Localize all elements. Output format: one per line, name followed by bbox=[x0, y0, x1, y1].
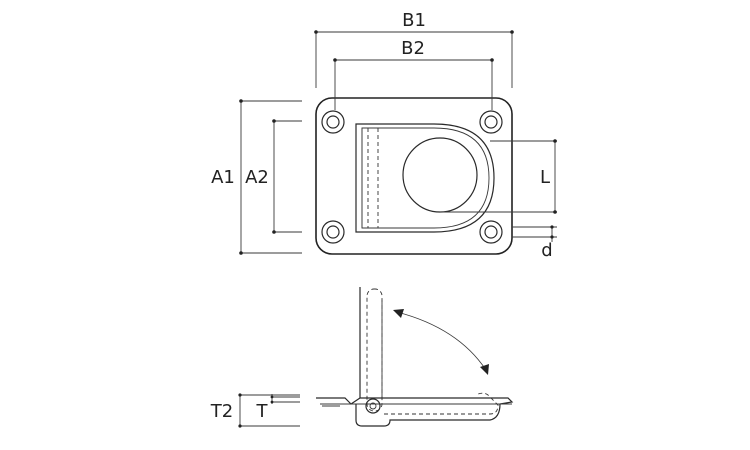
dimension-b2: B2 bbox=[333, 38, 494, 110]
label-t: T bbox=[256, 401, 269, 422]
side-view bbox=[316, 287, 514, 427]
mounting-holes bbox=[321, 110, 503, 244]
finger-hole bbox=[402, 137, 478, 213]
dimension-a2: A2 bbox=[245, 119, 302, 234]
hole-bottom-right-outer bbox=[479, 220, 503, 244]
arrowhead-bottom bbox=[480, 364, 489, 375]
label-l: L bbox=[540, 167, 550, 188]
plate-outline bbox=[315, 97, 513, 255]
rotation-arrow bbox=[393, 309, 489, 375]
dimension-l: L bbox=[440, 139, 557, 214]
hinge-pivot bbox=[365, 398, 381, 414]
hole-top-right-inner bbox=[484, 115, 498, 129]
handle-ring bbox=[361, 127, 490, 229]
label-a2: A2 bbox=[245, 167, 269, 188]
dimension-t2: T2 bbox=[210, 393, 300, 428]
label-d: d bbox=[541, 240, 552, 261]
raised-handle-hidden bbox=[366, 288, 383, 412]
recess-tub bbox=[355, 403, 501, 427]
hole-top-left-inner bbox=[326, 115, 340, 129]
hole-top-right-outer bbox=[479, 110, 503, 134]
rotation-arc bbox=[396, 311, 487, 371]
dimension-d: d bbox=[512, 225, 557, 261]
plate-top-line bbox=[316, 397, 514, 405]
label-b1: B1 bbox=[402, 10, 426, 31]
dimension-b1: B1 bbox=[314, 10, 514, 88]
top-view bbox=[315, 97, 513, 255]
label-t2: T2 bbox=[210, 401, 233, 422]
dimension-t: T bbox=[256, 394, 300, 422]
recess-outline bbox=[355, 123, 495, 233]
hinge-pivot-inner bbox=[369, 402, 377, 410]
arrowhead-top bbox=[393, 309, 404, 318]
folded-handle-hidden bbox=[384, 392, 499, 415]
dimension-a1: A1 bbox=[211, 99, 302, 255]
hole-bottom-left-outer bbox=[321, 220, 345, 244]
label-a1: A1 bbox=[211, 167, 235, 188]
hole-top-left-outer bbox=[321, 110, 345, 134]
hole-bottom-right-inner bbox=[484, 225, 498, 239]
hole-bottom-left-inner bbox=[326, 225, 340, 239]
label-b2: B2 bbox=[401, 38, 425, 59]
